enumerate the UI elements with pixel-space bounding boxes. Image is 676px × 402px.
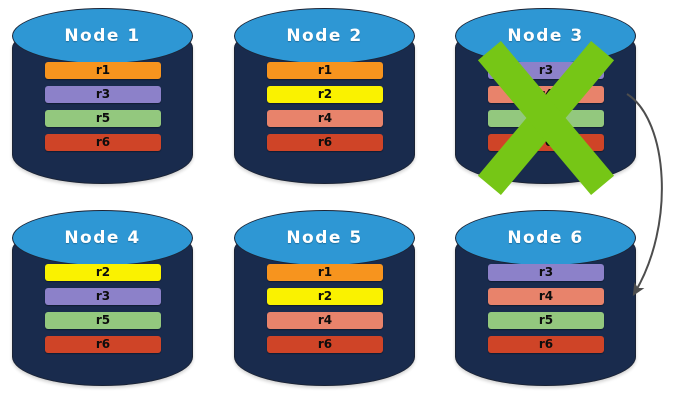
record-bar[interactable]: r5 <box>45 312 161 329</box>
record-list: r1 r2 r4 r6 <box>267 62 383 158</box>
node-label: Node 4 <box>64 228 141 248</box>
record-bar[interactable]: r6 <box>488 336 604 353</box>
record-bar[interactable]: r2 <box>267 288 383 305</box>
record-list: r2 r3 r5 r6 <box>45 264 161 360</box>
record-bar[interactable]: r2 <box>267 86 383 103</box>
record-bar[interactable]: r4 <box>267 110 383 127</box>
record-bar[interactable]: r1 <box>267 62 383 79</box>
node-label: Node 6 <box>507 228 584 248</box>
record-list: r3 r4 r5 r6 <box>488 62 604 158</box>
record-bar[interactable]: r3 <box>488 62 604 79</box>
node-label: Node 5 <box>286 228 363 248</box>
database-node-6[interactable]: Node 6 r3 r4 r5 r6 <box>455 210 636 386</box>
database-node-2[interactable]: Node 2 r1 r2 r4 r6 <box>234 8 415 184</box>
record-bar[interactable]: r3 <box>45 288 161 305</box>
record-bar[interactable]: r2 <box>45 264 161 281</box>
record-list: r3 r4 r5 r6 <box>488 264 604 360</box>
node-label: Node 1 <box>64 26 141 46</box>
node-label: Node 3 <box>507 26 584 46</box>
record-list: r1 r3 r5 r6 <box>45 62 161 158</box>
node-label: Node 2 <box>286 26 363 46</box>
database-node-5[interactable]: Node 5 r1 r2 r4 r6 <box>234 210 415 386</box>
record-bar[interactable]: r6 <box>267 336 383 353</box>
database-node-4[interactable]: Node 4 r2 r3 r5 r6 <box>12 210 193 386</box>
cylinder-top-icon <box>12 8 193 64</box>
record-bar[interactable]: r6 <box>488 134 604 151</box>
record-bar[interactable]: r3 <box>45 86 161 103</box>
record-bar[interactable]: r5 <box>488 110 604 127</box>
record-bar[interactable]: r1 <box>45 62 161 79</box>
record-bar[interactable]: r5 <box>488 312 604 329</box>
record-bar[interactable]: r1 <box>267 264 383 281</box>
record-bar[interactable]: r6 <box>45 134 161 151</box>
record-list: r1 r2 r4 r6 <box>267 264 383 360</box>
record-bar[interactable]: r4 <box>267 312 383 329</box>
cylinder-top-icon <box>234 8 415 64</box>
database-node-3[interactable]: Node 3 r3 r4 r5 r6 <box>455 8 636 196</box>
record-bar[interactable]: r4 <box>488 288 604 305</box>
record-bar[interactable]: r3 <box>488 264 604 281</box>
record-bar[interactable]: r5 <box>45 110 161 127</box>
cylinder-top-icon <box>455 210 636 266</box>
database-node-1[interactable]: Node 1 r1 r3 r5 r6 <box>12 8 193 184</box>
record-bar[interactable]: r6 <box>45 336 161 353</box>
record-bar[interactable]: r6 <box>267 134 383 151</box>
record-bar[interactable]: r4 <box>488 86 604 103</box>
